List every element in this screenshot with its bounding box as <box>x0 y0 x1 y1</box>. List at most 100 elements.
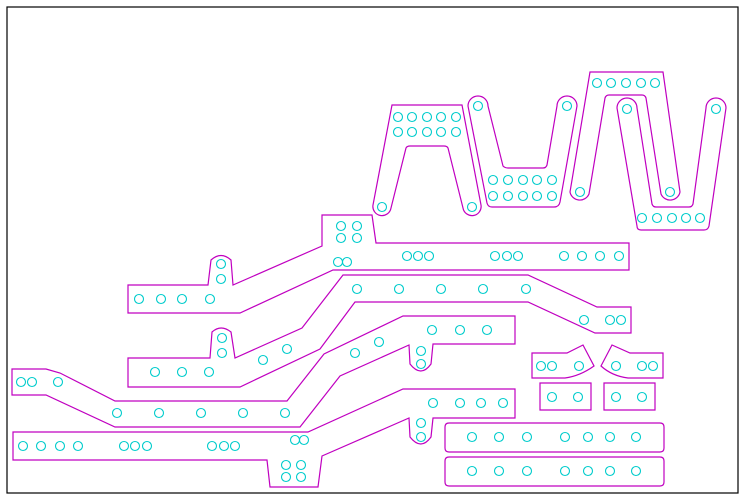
mounting-hole <box>489 250 501 262</box>
mounting-hole <box>427 397 439 409</box>
mounting-hole <box>604 314 616 326</box>
mounting-hole <box>517 174 529 186</box>
mounting-hole <box>415 345 427 357</box>
parts-layer <box>11 71 727 488</box>
mounting-hole <box>466 201 478 213</box>
mounting-hole <box>392 126 404 138</box>
mounting-hole <box>604 431 616 443</box>
mounting-hole <box>215 258 227 270</box>
mounting-hole <box>610 391 622 403</box>
mounting-hole <box>435 126 447 138</box>
mounting-hole <box>615 314 627 326</box>
mounting-hole <box>216 332 228 344</box>
mounting-hole <box>421 111 433 123</box>
mounting-hole <box>415 431 427 443</box>
mounting-hole <box>206 440 218 452</box>
v-part <box>616 97 727 231</box>
mounting-hole <box>610 360 622 372</box>
mounting-hole <box>574 186 586 198</box>
mounting-hole <box>279 407 291 419</box>
mounting-hole <box>481 324 493 336</box>
mounting-hole <box>558 250 570 262</box>
mounting-hole <box>426 324 438 336</box>
mounting-hole <box>582 431 594 443</box>
mounting-hole <box>295 471 307 483</box>
second-bar-part <box>127 274 632 388</box>
mounting-hole <box>351 232 363 244</box>
mounting-hole <box>666 212 678 224</box>
holes-layer <box>15 77 722 483</box>
mounting-hole <box>215 273 227 285</box>
mounting-hole <box>546 174 558 186</box>
long-rect-part-1 <box>444 422 665 453</box>
mounting-hole <box>435 283 447 295</box>
mounting-hole <box>647 360 659 372</box>
mounting-hole <box>435 111 447 123</box>
mounting-hole <box>218 440 230 452</box>
mounting-hole <box>651 212 663 224</box>
mounting-hole <box>72 440 84 452</box>
mounting-hole <box>531 190 543 202</box>
upper-bar-part <box>127 214 630 314</box>
mounting-hole <box>401 250 413 262</box>
mounting-hole <box>576 250 588 262</box>
mounting-hole <box>149 366 161 378</box>
mounting-hole <box>392 111 404 123</box>
mounting-hole <box>133 293 145 305</box>
mounting-hole <box>502 174 514 186</box>
mounting-hole <box>710 103 722 115</box>
mounting-hole <box>475 397 487 409</box>
mounting-hole <box>17 440 29 452</box>
mounting-hole <box>351 220 363 232</box>
mounting-hole <box>129 440 141 452</box>
mounting-hole <box>636 212 648 224</box>
mounting-hole <box>493 431 505 443</box>
mounting-hole <box>289 434 301 446</box>
mounting-hole <box>335 232 347 244</box>
mounting-hole <box>694 212 706 224</box>
mounting-hole <box>559 431 571 443</box>
mounting-hole <box>153 407 165 419</box>
mounting-hole <box>664 186 676 198</box>
mounting-hole <box>546 360 558 372</box>
mounting-hole <box>454 324 466 336</box>
mounting-hole <box>298 434 310 446</box>
mounting-hole <box>613 250 625 262</box>
mounting-hole <box>621 103 633 115</box>
mounting-hole <box>487 190 499 202</box>
mounting-hole <box>521 465 533 477</box>
drawing-frame <box>6 6 739 494</box>
mounting-hole <box>423 250 435 262</box>
mounting-hole <box>341 256 353 268</box>
mounting-hole <box>257 354 269 366</box>
mounting-hole <box>573 360 585 372</box>
mounting-hole <box>406 111 418 123</box>
mounting-hole <box>561 100 573 112</box>
mounting-hole <box>204 293 216 305</box>
mounting-hole <box>281 343 293 355</box>
mounting-hole <box>649 77 661 89</box>
mounting-hole <box>531 174 543 186</box>
mounting-hole <box>535 360 547 372</box>
mounting-hole <box>373 336 385 348</box>
mounting-hole <box>415 358 427 370</box>
mounting-hole <box>546 391 558 403</box>
mounting-hole <box>497 397 509 409</box>
small-rect-part-1 <box>539 382 592 411</box>
mounting-hole <box>466 431 478 443</box>
mounting-hole <box>332 256 344 268</box>
mounting-hole <box>450 126 462 138</box>
mounting-hole <box>176 293 188 305</box>
mounting-hole <box>216 347 228 359</box>
mounting-hole <box>393 283 405 295</box>
mounting-hole <box>280 459 292 471</box>
mounting-hole <box>155 293 167 305</box>
mounting-hole <box>680 212 692 224</box>
mounting-hole <box>280 471 292 483</box>
mounting-hole <box>351 283 363 295</box>
mounting-hole <box>118 440 130 452</box>
mounting-hole <box>487 174 499 186</box>
mounting-hole <box>578 314 590 326</box>
mounting-hole <box>237 407 249 419</box>
